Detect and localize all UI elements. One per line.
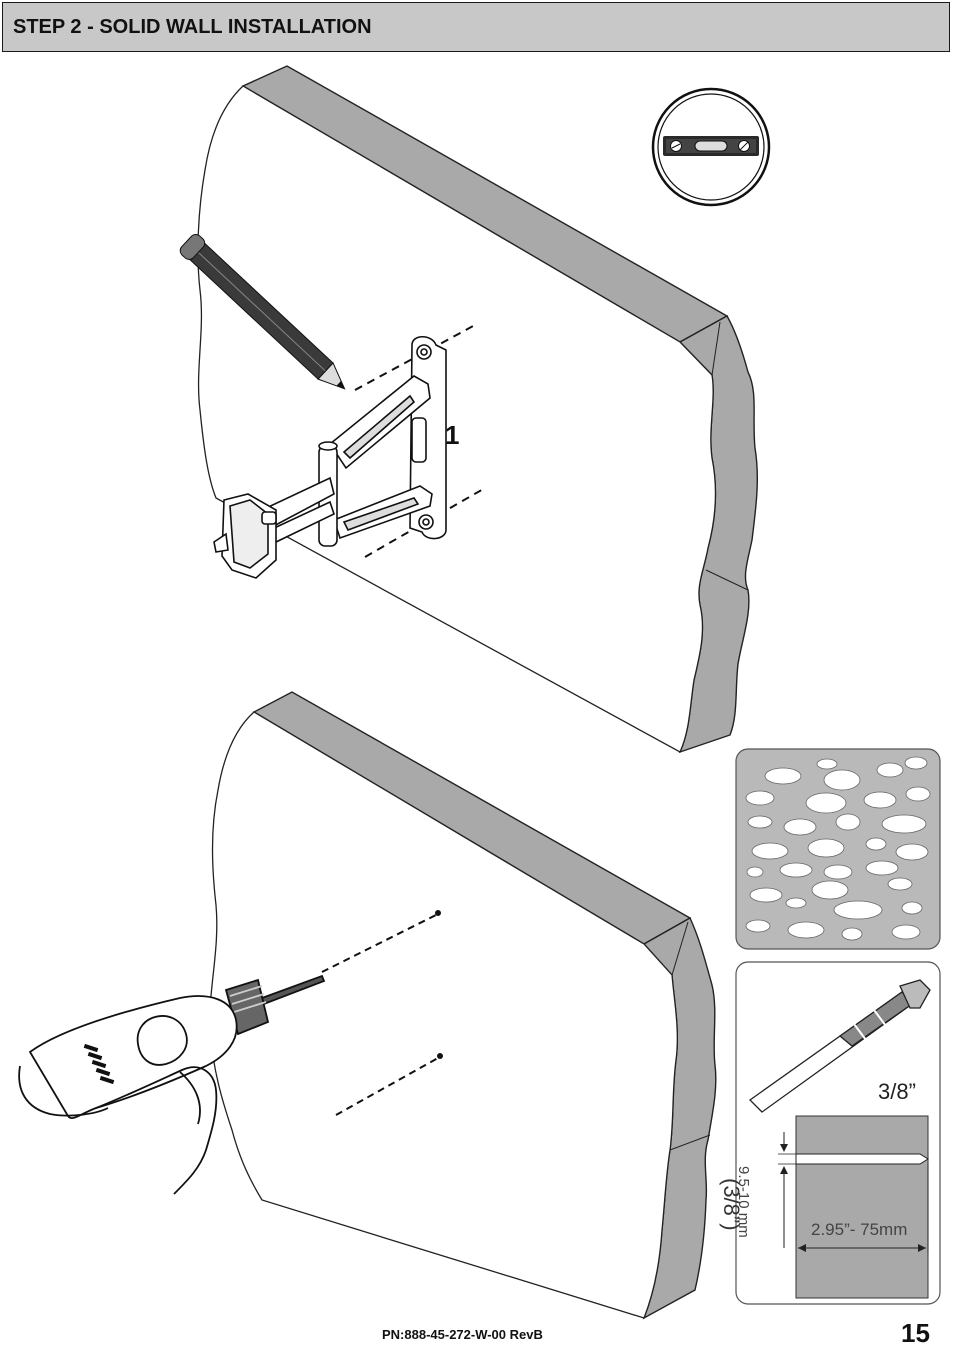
solid-wall-material-panel	[735, 748, 941, 950]
step-title: STEP 2 - SOLID WALL INSTALLATION	[13, 16, 372, 38]
pencil-icon	[179, 233, 346, 390]
page-number: 15	[901, 1318, 930, 1348]
wall-mount-bracket	[213, 335, 447, 579]
power-drill-icon	[18, 974, 326, 1195]
step-header: STEP 2 - SOLID WALL INSTALLATION	[2, 2, 950, 52]
top-wall	[197, 65, 759, 754]
step-number-1: 1	[445, 420, 460, 450]
drill-bit-spec-panel	[735, 961, 941, 1305]
hole-depth-label: 2.95”- 75mm	[811, 1220, 908, 1239]
masonry-drill-bit-icon	[748, 979, 931, 1113]
spirit-level-icon	[651, 87, 771, 207]
hole-diameter-metric: 9.5-10 mm	[735, 1166, 752, 1238]
bottom-wall	[209, 691, 717, 1320]
part-number: PN:888-45-272-W-00 RevB	[382, 1327, 543, 1342]
drill-bit-size-label: 3/8”	[878, 1079, 916, 1104]
